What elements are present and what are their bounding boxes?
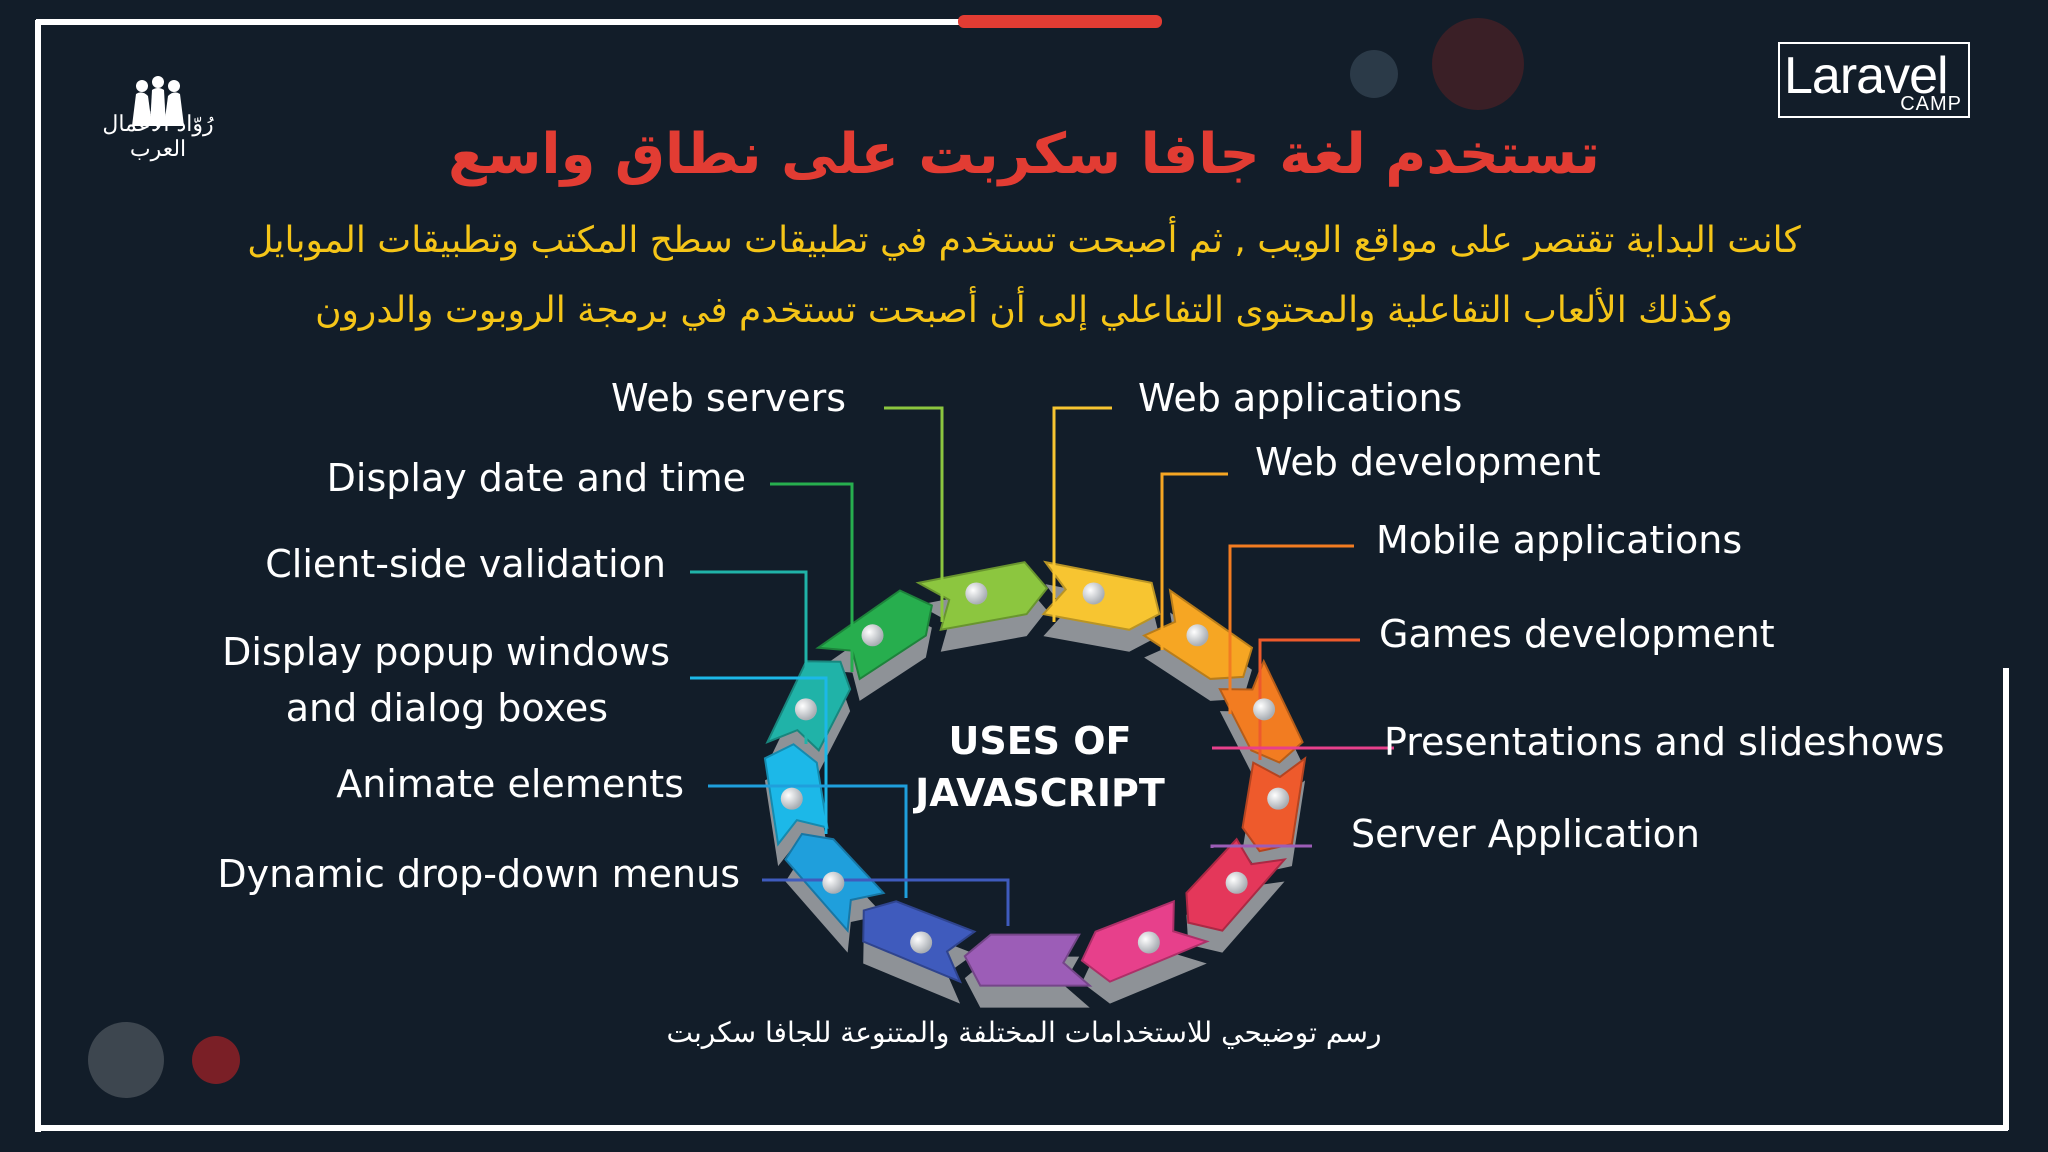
- laravel-camp-logo: Laravel CAMP: [1778, 42, 1970, 118]
- connector-node: [861, 624, 884, 647]
- connector-line: [1258, 638, 1360, 760]
- deco-circle-red: [1432, 18, 1524, 110]
- org-logo-icon: [132, 76, 184, 126]
- label-display-date-time: Display date and time: [326, 456, 746, 500]
- connector-node: [1137, 931, 1160, 954]
- connector-node: [1253, 698, 1276, 721]
- laravel-word: Laravel: [1784, 47, 1949, 105]
- deco-circle-red-small: [192, 1036, 240, 1084]
- center-line-1: USES OF: [948, 719, 1132, 763]
- connector-node: [794, 698, 817, 721]
- page-title: تستخدم لغة جافا سكربت على نطاق واسع: [448, 122, 1600, 187]
- label-client-side-validation: Client-side validation: [265, 542, 666, 586]
- subtitle-line-2: وكذلك الألعاب التفاعلية والمحتوى التفاعل…: [315, 290, 1733, 331]
- connector-line: [708, 784, 908, 898]
- connector-line: [884, 406, 944, 622]
- connector-node: [1225, 871, 1248, 894]
- connector-node: [910, 931, 933, 954]
- connector-line: [1210, 844, 1312, 848]
- org-name: رُوّاد الأعمال العرب: [102, 112, 214, 162]
- figure-caption: رسم توضيحي للاستخدامات المختلفة والمتنوع…: [666, 1016, 1382, 1049]
- label-display-popup-windows: Display popup windows: [222, 630, 670, 674]
- connector-node: [780, 787, 803, 810]
- diagram-center-text: USES OF JAVASCRIPT: [880, 715, 1200, 819]
- label-web-applications: Web applications: [1138, 376, 1463, 420]
- connector-node: [1267, 787, 1290, 810]
- connector-line: [690, 676, 828, 834]
- label-and-dialog-boxes: and dialog boxes: [285, 686, 608, 730]
- label-games-development: Games development: [1379, 612, 1775, 656]
- ring-segment: [963, 933, 1093, 987]
- connector-line: [770, 482, 854, 672]
- connector-line: [1052, 406, 1112, 622]
- label-server-application: Server Application: [1351, 812, 1701, 856]
- laravel-camp-word: CAMP: [1900, 93, 1962, 115]
- connector-node: [822, 871, 845, 894]
- label-mobile-applications: Mobile applications: [1376, 518, 1743, 562]
- connector-node: [965, 582, 988, 605]
- deco-circle-dark: [1350, 50, 1398, 98]
- label-dynamic-dropdown-menus: Dynamic drop-down menus: [217, 852, 740, 896]
- connector-node: [1082, 582, 1105, 605]
- accent-bar: [958, 15, 1162, 28]
- subtitle-line-1: كانت البداية تقتصر على مواقع الويب , ثم …: [247, 220, 1801, 261]
- label-animate-elements: Animate elements: [336, 762, 684, 806]
- connector-node: [1186, 624, 1209, 647]
- connector-line: [1160, 472, 1228, 650]
- connector-line: [1228, 544, 1354, 714]
- connector-line: [690, 570, 808, 744]
- label-web-servers: Web servers: [610, 376, 846, 420]
- center-line-2: JAVASCRIPT: [915, 771, 1165, 815]
- deco-circle-gray: [88, 1022, 164, 1098]
- label-web-development: Web development: [1255, 440, 1601, 484]
- label-presentations-slideshows: Presentations and slideshows: [1384, 720, 1945, 764]
